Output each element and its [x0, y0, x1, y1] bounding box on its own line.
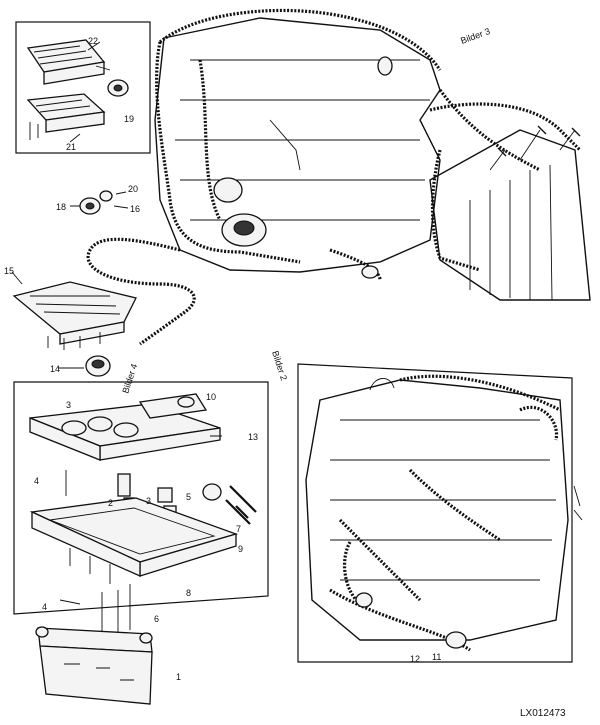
callout-lower-2: 10 [206, 392, 216, 402]
callout-right-2: 12 [410, 654, 420, 664]
callouts-lower-inset: 3 10 13 4 2 3 5 7 8 9 4 6 1 [34, 392, 258, 682]
callout-lower-10: 9 [238, 544, 243, 554]
callout-lower-3: 13 [248, 432, 258, 442]
callout-lower-7: 5 [186, 492, 191, 502]
mid-left-parts [70, 190, 129, 215]
left-console-part [11, 271, 137, 377]
callouts-mid-left: 18 20 16 [56, 184, 140, 214]
callout-right-1: 11 [432, 652, 441, 662]
callout-console-1: 15 [4, 266, 14, 276]
figure-code: LX012473 [520, 708, 566, 719]
right-inset-frame [297, 363, 583, 663]
lower-inset-frame [13, 381, 269, 636]
callout-lower-12: 6 [154, 614, 159, 624]
callouts-left-console: 15 14 [4, 266, 60, 374]
callout-mid-2: 20 [128, 184, 138, 194]
callouts-top-inset: 22 19 21 [66, 36, 134, 152]
callout-lower-4: 4 [34, 476, 39, 486]
left-vertical-label: Bilder 4 [120, 363, 139, 395]
callout-top-3: 21 [66, 142, 76, 152]
callout-lower-1: 3 [66, 400, 71, 410]
callout-mid-1: 18 [56, 202, 66, 212]
callouts-right-inset: 11 12 [410, 652, 441, 664]
bottom-cover-part [35, 626, 153, 705]
main-harness-lines [86, 8, 582, 346]
top-inset-frame [15, 21, 151, 154]
callout-lower-6: 3 [146, 496, 151, 506]
callout-lower-13: 1 [176, 672, 181, 682]
right-vertical-label: Bilder 2 [270, 350, 289, 382]
main-panel-assembly [154, 17, 591, 301]
callout-lower-11: 4 [42, 602, 47, 612]
callout-lower-9: 8 [186, 588, 191, 598]
callout-mid-3: 16 [130, 204, 140, 214]
callout-top-2: 19 [124, 114, 134, 124]
callout-top-1: 22 [88, 36, 98, 46]
callout-lower-5: 2 [108, 498, 113, 508]
callout-console-2: 14 [50, 364, 60, 374]
top-right-note: Bilder 3 [459, 26, 491, 46]
callout-lower-8: 7 [236, 524, 241, 534]
